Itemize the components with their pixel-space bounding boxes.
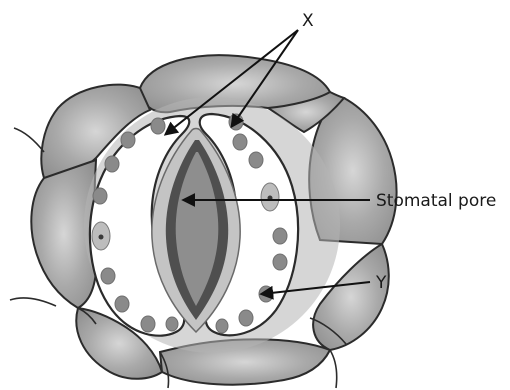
chloroplast — [239, 310, 253, 326]
chloroplast — [101, 268, 115, 284]
chloroplast — [273, 228, 287, 244]
chloroplast — [229, 114, 243, 130]
chloroplast — [121, 132, 135, 148]
chloroplast — [115, 296, 129, 312]
chloroplast — [273, 254, 287, 270]
chloroplast — [233, 134, 247, 150]
chloroplast — [93, 188, 107, 204]
label-x: X — [302, 11, 314, 31]
nucleus-left — [92, 222, 110, 250]
chloroplast — [141, 316, 155, 332]
label-stomatal-pore: Stomatal pore — [376, 191, 496, 211]
chloroplast — [151, 118, 165, 134]
chloroplast — [249, 152, 263, 168]
label-y: Y — [375, 273, 387, 293]
chloroplast — [166, 317, 178, 331]
chloroplast — [216, 319, 228, 333]
nucleus-right — [261, 183, 279, 211]
chloroplast — [105, 156, 119, 172]
